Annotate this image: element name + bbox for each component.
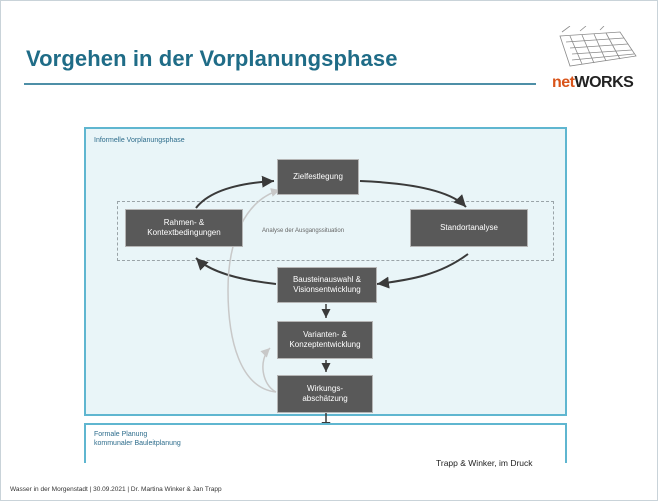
node-wirkungsabschaetzung: Wirkungs- abschätzung <box>277 375 373 413</box>
slide-title: Vorgehen in der Vorplanungsphase <box>26 46 398 71</box>
node-varianten: Varianten- & Konzeptentwicklung <box>277 321 373 359</box>
source-citation: Trapp & Winker, im Druck <box>436 458 533 468</box>
node-zielfestlegung: Zielfestlegung <box>277 159 359 195</box>
slide-footer: Wasser in der Morgenstadt | 30.09.2021 |… <box>10 486 222 493</box>
node-rahmenbedingungen: Rahmen- & Kontextbedingungen <box>125 209 243 247</box>
analysis-label: Analyse der Ausgangssituation <box>262 228 345 234</box>
analysis-band <box>117 201 554 261</box>
formal-phase-box <box>84 423 567 463</box>
title-rule <box>24 83 536 85</box>
logo-works-text: WORKS <box>574 74 634 91</box>
logo-net-text: net <box>552 74 575 91</box>
networks-logo-icon <box>559 26 637 67</box>
formal-phase-label: Formale Planung kommunaler Bauleitplanun… <box>94 431 181 447</box>
node-bausteinauswahl: Bausteinauswahl & Visionsentwicklung <box>277 267 377 303</box>
informal-phase-label: Informelle Vorplanungsphase <box>94 137 185 144</box>
logo-wordmark: netWORKS <box>552 74 634 92</box>
node-standortanalyse: Standortanalyse <box>410 209 528 247</box>
